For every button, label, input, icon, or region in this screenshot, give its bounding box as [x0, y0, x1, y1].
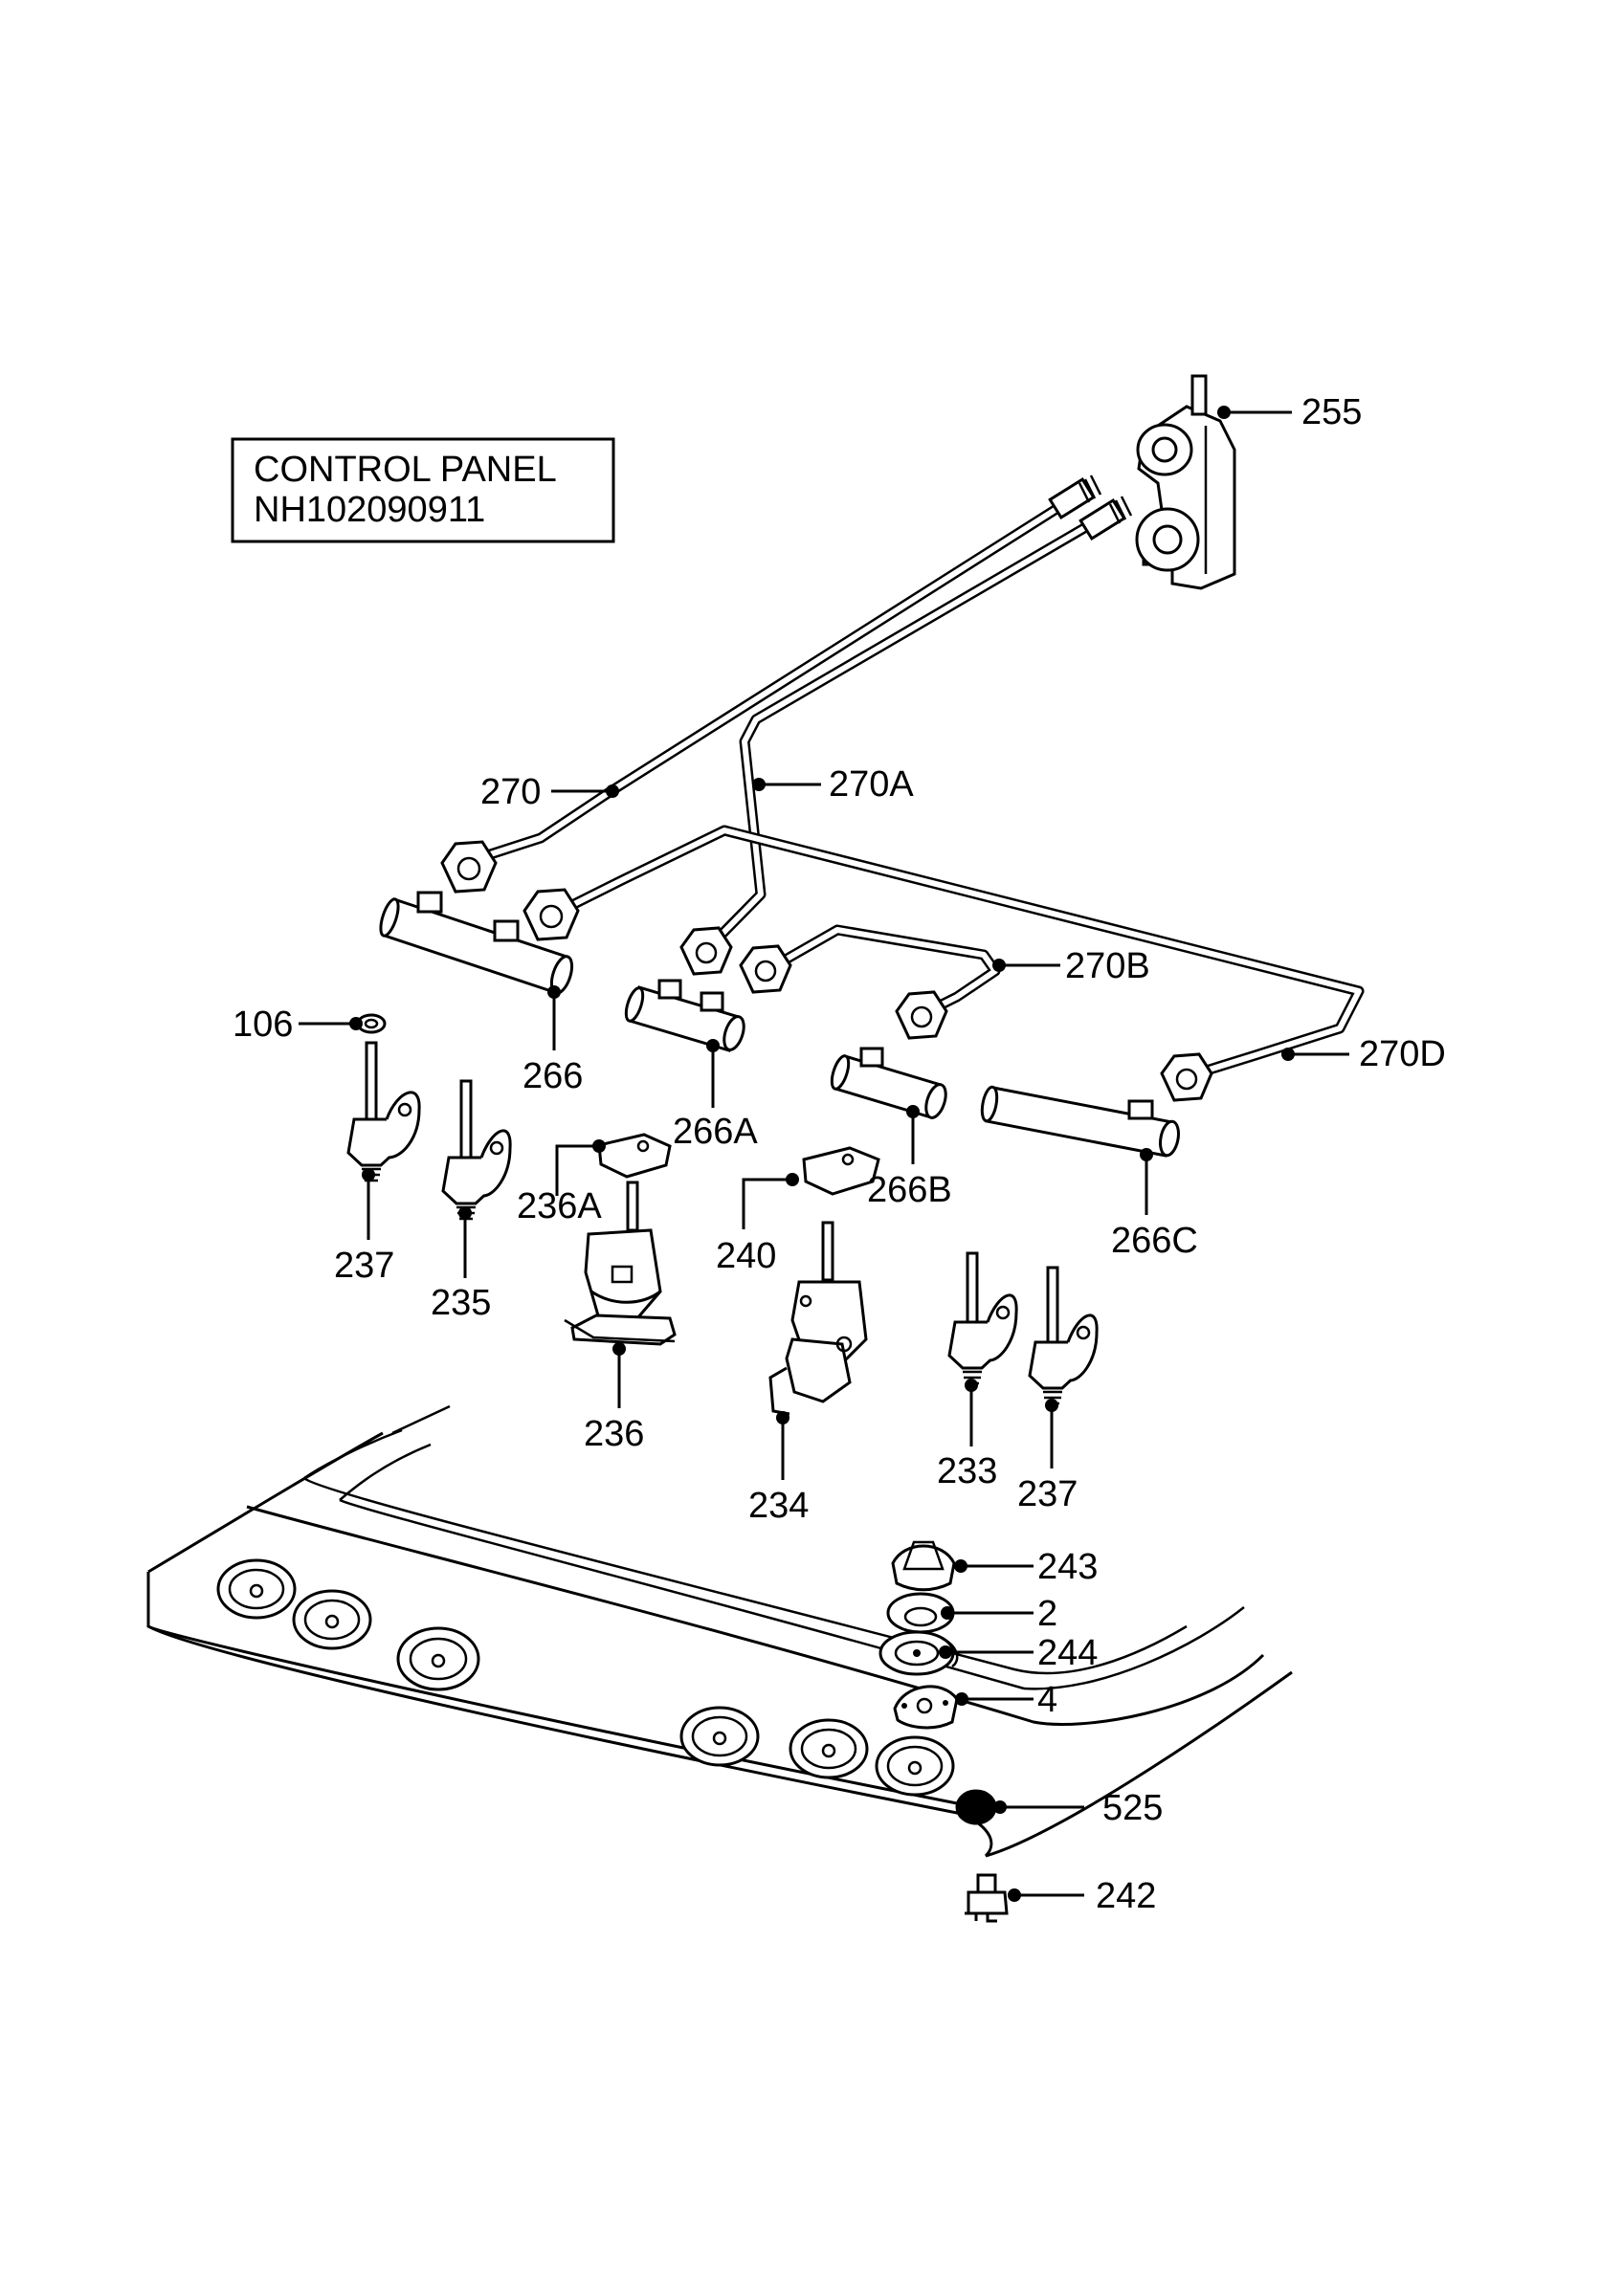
knob-recess-4 [679, 1706, 760, 1767]
callout-label-237-left: 237 [334, 1246, 394, 1286]
callout-label-270D: 270D [1359, 1034, 1446, 1074]
title-line-1: CONTROL PANEL [254, 450, 557, 490]
plug-525 [955, 1789, 997, 1825]
callout-label-266A: 266A [673, 1112, 758, 1152]
callout-label-2: 2 [1037, 1594, 1057, 1634]
manifold-tube-266B [830, 1047, 947, 1119]
spring-plate-4 [893, 1685, 959, 1730]
callout-label-106: 106 [233, 1004, 293, 1045]
valve-235 [441, 1079, 512, 1221]
valve-237-left [346, 1041, 421, 1182]
callout-label-525: 525 [1102, 1788, 1163, 1828]
knob-recess-1 [216, 1558, 297, 1620]
gas-valve-234 [768, 1221, 868, 1416]
valve-233 [947, 1251, 1018, 1385]
callout-label-237-right: 237 [1017, 1474, 1078, 1514]
hex-nut-6 [1160, 1052, 1213, 1102]
hex-nut-3 [679, 926, 733, 976]
gas-valve-236 [564, 1181, 677, 1346]
knob-recess-2 [292, 1589, 372, 1650]
knob-243 [891, 1540, 956, 1592]
callout-labels: 255 270 270A 270B 270D 106 266 266A 266B… [233, 392, 1446, 1916]
manifold-tube-266C [980, 1085, 1180, 1158]
callout-label-270A: 270A [829, 764, 914, 805]
knob-recess-6 [875, 1735, 955, 1797]
inlet-thread-right [1078, 496, 1133, 541]
callout-label-236: 236 [584, 1414, 644, 1454]
valve-237-right [1028, 1266, 1099, 1405]
callout-label-235: 235 [431, 1283, 491, 1323]
switch-242 [965, 1873, 1009, 1923]
callout-label-4: 4 [1037, 1680, 1057, 1720]
callout-label-240: 240 [716, 1236, 776, 1276]
knob-recess-5 [789, 1718, 869, 1779]
hex-nuts [440, 840, 1213, 1102]
hex-nut-5 [895, 990, 948, 1040]
callout-label-236A: 236A [517, 1186, 602, 1226]
callout-label-266: 266 [522, 1056, 583, 1096]
gas-pipes [473, 497, 1365, 1083]
callout-label-233: 233 [937, 1451, 997, 1491]
hex-nut-1 [440, 840, 498, 894]
knob-recess-3 [396, 1626, 480, 1691]
title-box: CONTROL PANEL NH102090911 [231, 437, 615, 543]
callout-label-270: 270 [480, 772, 541, 812]
hex-nut-4 [739, 944, 792, 994]
callout-label-243: 243 [1037, 1547, 1098, 1587]
title-line-2: NH102090911 [254, 490, 485, 530]
callout-label-266C: 266C [1111, 1221, 1198, 1261]
thermostat-236A [597, 1133, 672, 1179]
control-panel-housing [146, 1404, 1293, 1858]
inlet-thread-left [1048, 475, 1102, 519]
callout-label-266B: 266B [867, 1170, 952, 1210]
callout-label-242: 242 [1096, 1876, 1156, 1916]
callout-label-244: 244 [1037, 1633, 1098, 1673]
callout-label-234: 234 [748, 1486, 809, 1526]
manifold-tube-266A [624, 979, 745, 1052]
callout-label-255: 255 [1301, 392, 1362, 432]
callout-label-270B: 270B [1065, 946, 1150, 986]
thermostat-240 [802, 1146, 880, 1196]
hex-nut-2 [522, 888, 580, 941]
callout-leaders [299, 406, 1349, 1902]
gas-inlet-fitting [1048, 374, 1236, 590]
